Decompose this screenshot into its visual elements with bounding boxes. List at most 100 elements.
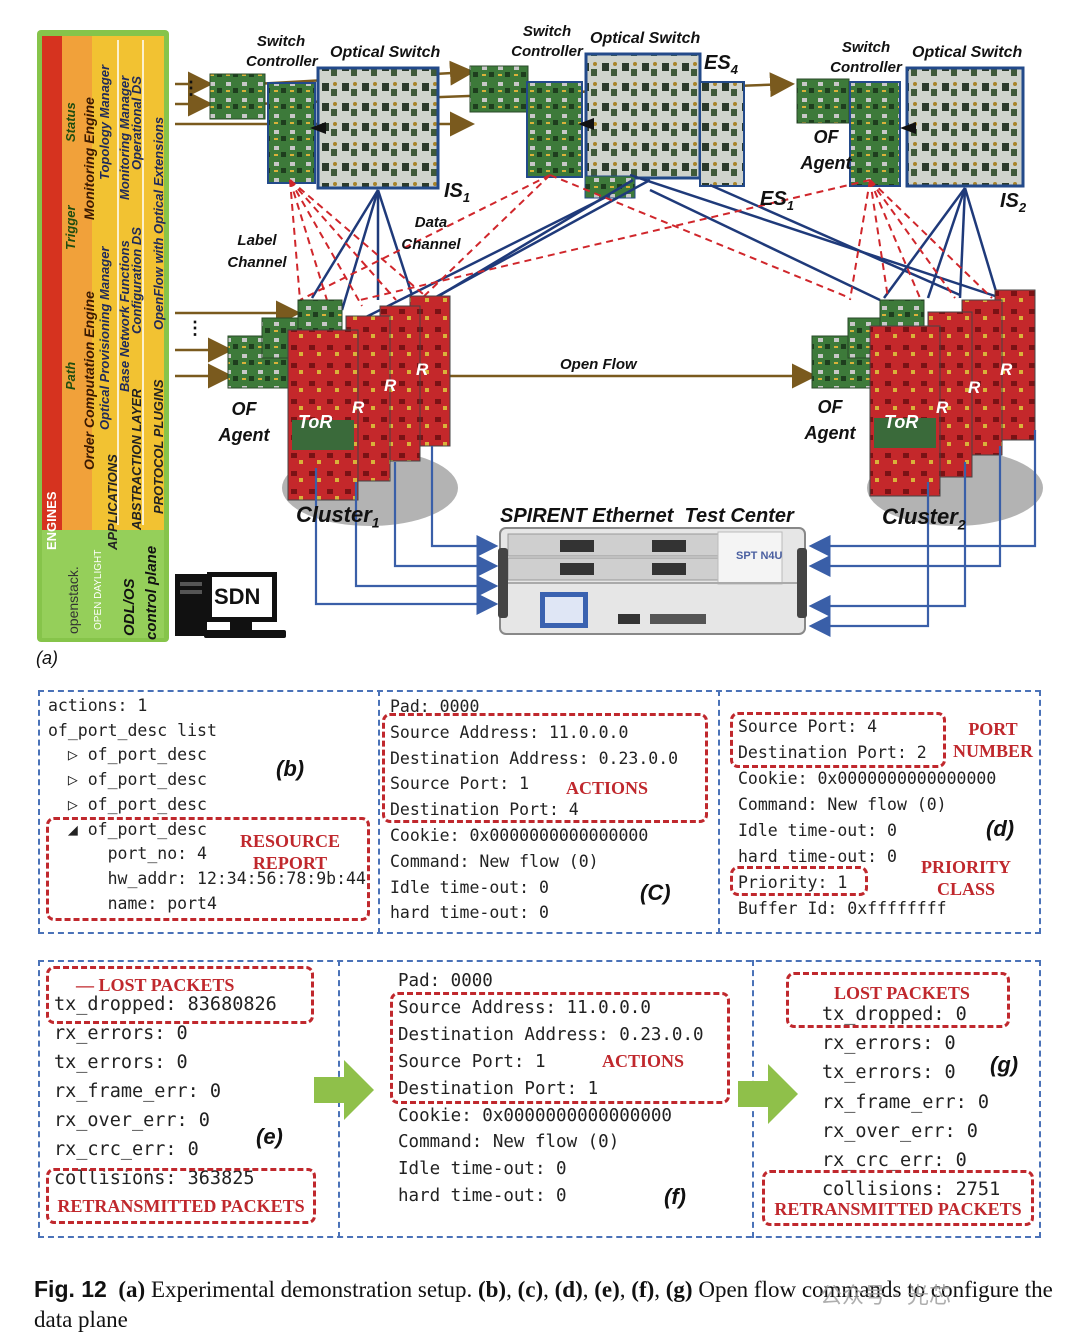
code-line: Source Port: 4 [738,717,878,736]
panel-g-id: (g) [990,1052,1019,1077]
r-label-1a: R [352,398,365,417]
code-line: port_no: 4 [48,844,207,864]
r-label-2b: R [968,378,981,397]
code-line: Pad: 0000 [398,971,493,991]
of-agent-label-cluster1: OF Agent [218,399,270,445]
green-arrow-ef [314,1060,374,1120]
panel-c-actions-box [382,713,708,823]
panel-e-lost-label: — LOST PACKETS [76,975,235,995]
panel-b-resource-box [46,817,370,921]
cluster1-label: Cluster1 [296,502,380,531]
panel-e-lost-box [46,966,314,1024]
code-line: Cookie: 0x0000000000000000 [738,769,997,788]
data-channel-label: Data Channel [401,214,461,253]
panel-g-lost-box [786,972,1010,1028]
code-line: rx_errors: 0 [822,1033,956,1055]
switch-controller-label-3: Switch Controller [830,39,902,76]
spirent-label: SPIRENT Ethernet Test Center [500,505,794,527]
code-line: Cookie: 0x0000000000000000 [390,825,649,845]
tor-label-1: ToR [298,412,333,432]
code-line: actions: 1 [48,696,148,715]
spt-label: SPT N4U [736,550,783,562]
divider-cd [718,690,720,934]
code-line: rx_over_err: 0 [54,1110,210,1131]
code-line: rx_over_err: 0 [822,1120,978,1142]
watermark: 公众号 · 光芯 [820,1284,951,1309]
panel-e-retx-box [46,1168,316,1224]
r-label-2c: R [1000,360,1013,379]
panel-e-id: (e) [256,1124,283,1149]
panel-f-id: (f) [664,1184,686,1209]
code-line: Destination Address: 0.23.0.0 [398,1024,704,1045]
code-line: Pad: 0000 [390,697,480,716]
code-line: name: port4 [48,893,217,913]
panel-c-id: (C) [640,880,671,905]
code-line: Source Address: 11.0.0.0 [390,722,629,742]
caption-fig-number: Fig. 12 [34,1276,107,1302]
switch-controller-label-2: Switch Controller [511,23,583,60]
code-line: ▷ of_port_desc [48,770,207,790]
optical-switch-label-2: Optical Switch [590,30,701,47]
code-line: tx_dropped: 0 [822,1004,967,1025]
code-line: tx_errors: 0 [822,1062,956,1084]
code-line: tx_dropped: 83680826 [54,994,277,1015]
code-line: of_port_desc list [48,720,217,740]
code-line: Idle time-out: 0 [398,1159,567,1180]
optical-switch-label-1: Optical Switch [330,44,441,61]
code-line: rx_crc_err: 0 [822,1150,967,1172]
code-line: Idle time-out: 0 [738,821,897,840]
cluster2-label: Cluster2 [882,504,966,533]
optical-switch-label-3: Optical Switch [912,44,1023,61]
code-line: Destination Port: 1 [398,1078,599,1099]
of-agent-label-cluster2: OF Agent [804,397,856,443]
green-arrow-fg [738,1064,798,1124]
panel-d-port-box [730,712,946,768]
panel-d-priority-box [730,866,868,896]
dots-mid: ⋮ [186,318,204,338]
panel-f-actions-box [390,992,730,1104]
tor-label-2: ToR [884,412,919,432]
label-channel-label: Label Channel [227,232,287,271]
code-line: Command: New flow (0) [390,851,599,871]
code-line: rx_crc_err: 0 [54,1139,199,1160]
switch-controller-label-1: Switch Controller [246,33,318,70]
code-line: rx_frame_err: 0 [822,1091,990,1113]
code-line: Command: New flow (0) [738,795,947,814]
code-line: Priority: 1 [738,873,848,892]
code-line: hard time-out: 0 [398,1186,567,1207]
code-line: rx_frame_err: 0 [54,1081,222,1102]
code-line: Buffer Id: 0xffffffff [738,899,947,918]
code-line: Source Address: 11.0.0.0 [398,997,651,1018]
panels-bcd [38,690,1041,934]
code-line: Source Port: 1 [398,1051,546,1072]
code-line: Destination Address: 0.23.0.0 [390,748,679,768]
setup-diagram [37,30,1043,642]
divider-bc [378,690,380,934]
r-label-1c: R [416,360,429,379]
code-line: hard time-out: 0 [738,847,897,866]
sdn-label: SDN [214,584,261,609]
code-line: ◢ of_port_desc [48,819,207,839]
panels-efg [38,960,1041,1238]
es1-label: ES1 [760,188,794,213]
code-line: hw_addr: 12:34:56:78:9b:44 [48,868,366,888]
code-line: ▷ of_port_desc [48,745,207,765]
figure-caption: Fig. 12 (a) Experimental demonstration s… [34,1276,1053,1332]
r-label-2a: R [936,398,949,417]
panel-g-retx-label: RETRANSMITTED PACKETS [774,1199,1022,1219]
panel-f-actions-label: ACTIONS [602,1051,685,1071]
code-line: Idle time-out: 0 [390,877,549,897]
open-flow-label: Open Flow [560,356,637,373]
panel-e-retx-label: RETRANSMITTED PACKETS [57,1196,305,1216]
panel-g-retx-box [762,1170,1034,1226]
code-line: Cookie: 0x0000000000000000 [398,1105,672,1126]
panel-g-text: tx_dropped: 0 rx_errors: 0 tx_errors: 0 rx_… [822,1000,1000,1204]
of-agent-label-switch: OF Agent [800,127,852,173]
is2-label: IS2 [1000,190,1027,215]
code-line: hard time-out: 0 [390,903,549,923]
diagram-labels: Switch Controller Optical Switch Switch … [36,23,1027,668]
code-line: Command: New flow (0) [398,1132,620,1153]
code-line: Source Port: 1 [390,774,530,794]
code-line: Destination Port: 4 [390,800,579,820]
